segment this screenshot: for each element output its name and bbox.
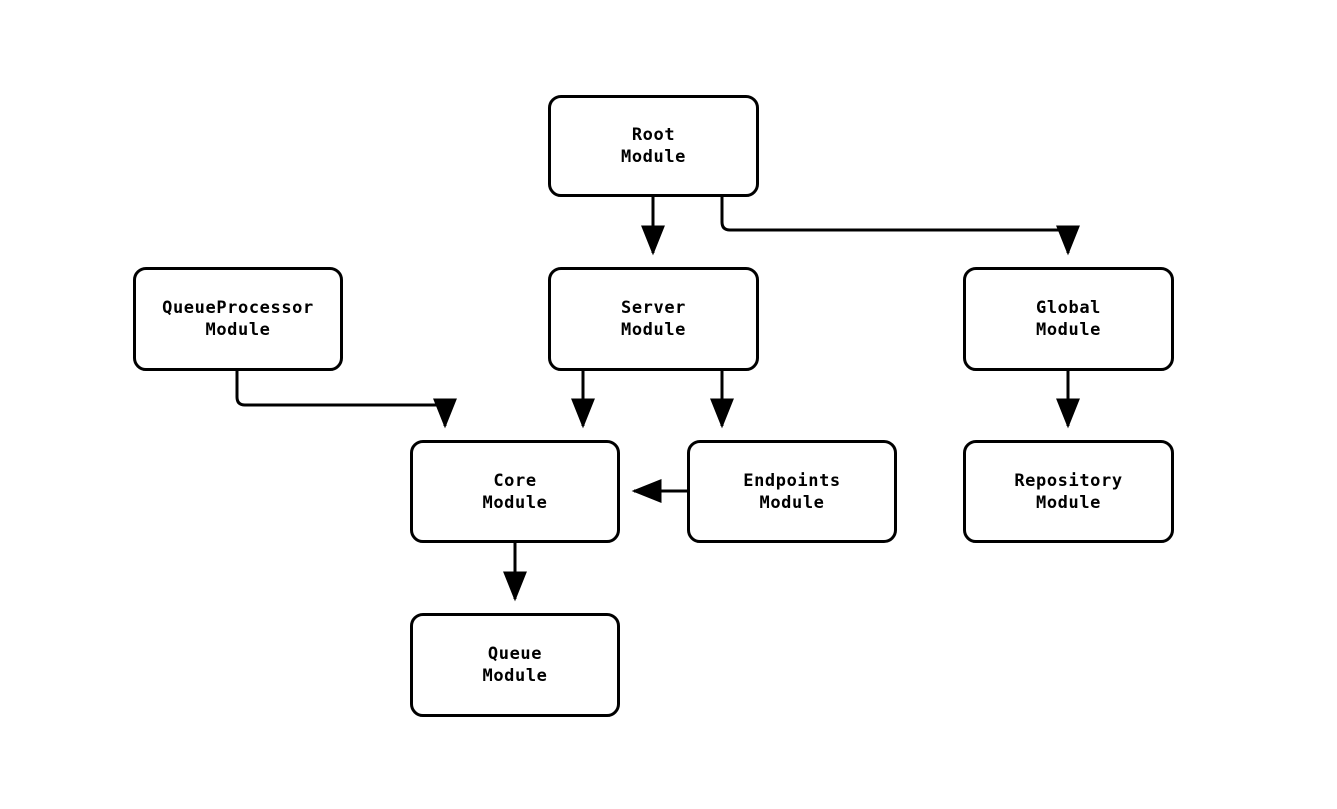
node-queueprocessor-label-line1: QueueProcessor — [162, 298, 314, 318]
node-root-label-line1: Root — [631, 125, 676, 145]
edge-queueprocessor-to-core — [235, 371, 457, 429]
node-endpoints-label-line1: Endpoints — [743, 470, 841, 491]
node-core-label-line2: Module — [482, 492, 548, 513]
edge-root-to-global — [720, 197, 1080, 256]
edge-paths — [235, 197, 1080, 602]
node-endpoints-label-line2: Module — [759, 492, 825, 513]
node-root-label-line2: Module — [620, 147, 686, 167]
node-global-label-line1: Global — [1035, 298, 1101, 318]
node-server-label-line2: Module — [620, 320, 686, 340]
node-repository-label-line2: Module — [1035, 492, 1101, 513]
node-queue-label-line1: Queue — [487, 644, 543, 664]
node-queueprocessor-label-line2: Module — [205, 320, 271, 340]
node-queue-label-line2: Module — [482, 666, 548, 686]
node-repository-label-line1: Repository — [1014, 470, 1123, 491]
node-global-label-line2: Module — [1035, 320, 1101, 340]
node-server-label-line1: Server — [620, 298, 686, 318]
node-core-label-line1: Core — [493, 470, 537, 491]
